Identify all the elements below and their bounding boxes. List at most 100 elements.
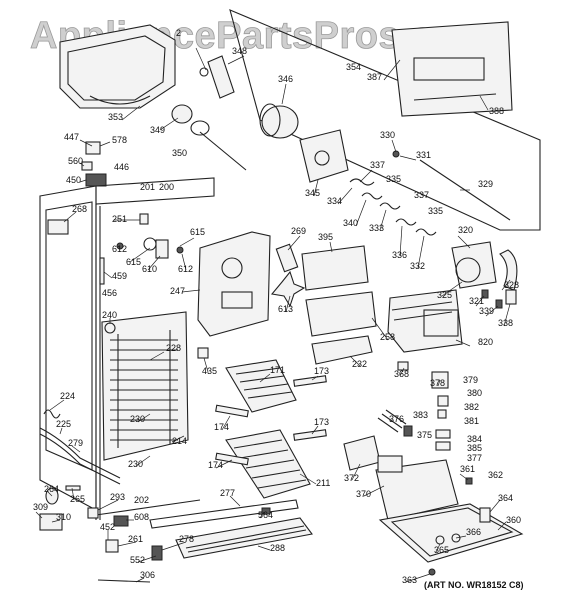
cover-part-372 <box>343 435 381 471</box>
callout-383: 383 <box>413 410 428 420</box>
callout-339: 339 <box>479 306 494 316</box>
callout-348: 348 <box>232 46 247 56</box>
callout-278: 278 <box>179 534 194 544</box>
callout-337: 337 <box>370 160 385 170</box>
callout-258: 258 <box>380 332 395 342</box>
callout-613: 613 <box>278 304 293 314</box>
control-components-part <box>377 361 451 451</box>
callout-211: 211 <box>316 478 330 488</box>
callout-350: 350 <box>172 148 187 158</box>
callout-332: 332 <box>410 261 425 271</box>
callout-354: 354 <box>346 62 361 72</box>
evaporator-assembly-part <box>101 311 189 461</box>
callout-447: 447 <box>64 132 79 142</box>
callout-385: 385 <box>467 443 482 453</box>
plate-hole <box>314 150 330 166</box>
fan-shroud-part <box>197 231 271 337</box>
art-number: (ART NO. WR18152 C8) <box>424 580 524 590</box>
callout-376: 376 <box>389 414 404 424</box>
callout-380: 380 <box>467 388 482 398</box>
mounting-plate-part <box>299 129 349 183</box>
callout-612: 612 <box>178 264 193 274</box>
callout-387: 387 <box>367 72 382 82</box>
callout-293: 293 <box>110 492 125 502</box>
callout-364: 364 <box>498 493 513 503</box>
callout-608: 608 <box>134 512 149 522</box>
air-duct-part <box>275 243 369 291</box>
callout-330: 330 <box>380 130 395 140</box>
callout-610: 610 <box>142 264 157 274</box>
callout-365: 365 <box>434 545 449 555</box>
callout-349: 349 <box>150 125 165 135</box>
callout-360: 360 <box>506 515 521 525</box>
grille-part-277 <box>149 499 299 529</box>
callout-435: 435 <box>202 366 217 376</box>
callout-320: 320 <box>458 225 473 235</box>
callout-382: 382 <box>464 402 479 412</box>
callout-201: 201 <box>140 182 155 192</box>
callout-820: 820 <box>478 337 493 347</box>
callout-232: 232 <box>352 359 367 369</box>
callout-615: 615 <box>126 257 141 267</box>
callout-552: 552 <box>130 555 145 565</box>
callout-337: 337 <box>414 190 429 200</box>
callout-328: 328 <box>504 280 519 290</box>
callout-230: 230 <box>128 459 143 469</box>
callout-361: 361 <box>460 464 475 474</box>
callout-230: 230 <box>130 414 145 424</box>
linkage-springs-part <box>349 150 437 236</box>
callout-261: 261 <box>128 534 143 544</box>
callout-452: 452 <box>100 522 115 532</box>
grille-part-288 <box>175 517 313 559</box>
hinge-hardware-part <box>81 141 107 187</box>
callout-459: 459 <box>112 271 127 281</box>
panel-part-232 <box>311 335 373 365</box>
dispenser-door-part <box>391 21 513 117</box>
callout-615: 615 <box>190 227 205 237</box>
ice-maker-part <box>387 289 463 353</box>
small-parts-upper-left <box>47 213 184 334</box>
callout-277: 277 <box>220 488 235 498</box>
callout-247: 247 <box>170 286 185 296</box>
callout-224: 224 <box>60 391 75 401</box>
callout-251: 251 <box>112 214 127 224</box>
callout-310: 310 <box>56 512 71 522</box>
callout-306: 306 <box>140 570 155 580</box>
callout-309: 309 <box>33 502 48 512</box>
callout-446: 446 <box>114 162 129 172</box>
callout-173: 173 <box>314 417 329 427</box>
solenoid-assembly-part <box>451 241 518 291</box>
callout-564: 564 <box>258 510 273 520</box>
callout-171: 171 <box>270 365 285 375</box>
auger-assembly-part <box>171 104 247 171</box>
callout-269: 269 <box>291 226 306 236</box>
callout-268: 268 <box>72 204 87 214</box>
callout-200: 200 <box>159 182 174 192</box>
callout-379: 379 <box>463 375 478 385</box>
callout-363: 363 <box>402 575 417 585</box>
side-rail-part-459 <box>99 257 105 285</box>
callout-333: 333 <box>369 223 384 233</box>
callout-331: 331 <box>416 150 431 160</box>
freezer-section-outline <box>229 9 541 231</box>
callout-202: 202 <box>134 495 149 505</box>
callout-381: 381 <box>464 416 479 426</box>
callout-377: 377 <box>467 453 482 463</box>
callout-368: 368 <box>394 369 409 379</box>
callout-612: 612 <box>112 244 127 254</box>
callout-345: 345 <box>305 188 320 198</box>
callout-173: 173 <box>314 366 329 376</box>
callout-456: 456 <box>102 288 117 298</box>
callout-335: 335 <box>386 174 401 184</box>
drain-tube-part <box>39 409 121 485</box>
upper-basket-part <box>225 359 297 413</box>
callout-372: 372 <box>344 473 359 483</box>
callout-578: 578 <box>112 135 127 145</box>
callout-338: 338 <box>498 318 513 328</box>
callout-450: 450 <box>66 175 81 185</box>
leader-lines <box>35 47 511 583</box>
callout-265: 265 <box>70 494 85 504</box>
callout-321: 321 <box>469 296 484 306</box>
